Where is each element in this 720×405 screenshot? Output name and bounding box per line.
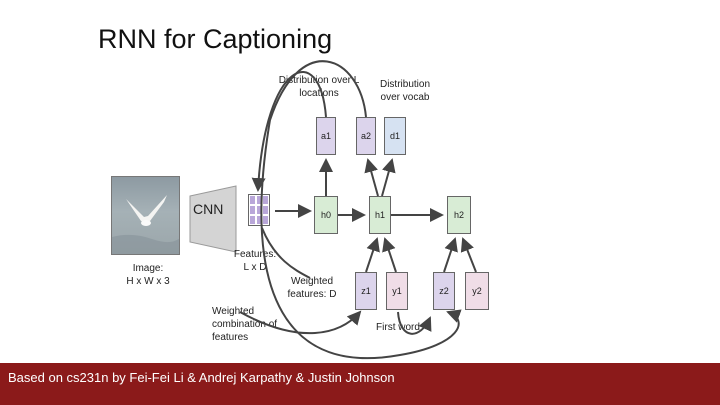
node-z2: z2 [433, 272, 455, 310]
footer-credit: Based on cs231n by Fei-Fei Li & Andrej K… [8, 370, 395, 385]
node-a1: a1 [316, 117, 336, 155]
weighted-features-label: Weighted features: D [287, 276, 337, 300]
cnn-label: CNN [193, 201, 224, 217]
first-word-label: First word [376, 322, 420, 333]
weighted-combination-label: Weighted combination of features [212, 306, 278, 343]
node-h1: h1 [369, 196, 391, 234]
node-h0: h0 [314, 196, 338, 234]
node-h2: h2 [447, 196, 471, 234]
feature-grid [248, 194, 270, 226]
features-label: Features: L x D [233, 249, 277, 273]
bird-photo [111, 176, 180, 255]
node-y2: y2 [465, 272, 489, 310]
distribution-vocab-label: Distribution over vocab [379, 79, 431, 103]
node-a2: a2 [356, 117, 376, 155]
node-z1: z1 [355, 272, 377, 310]
footer-bar [0, 363, 720, 405]
cnn-trapezoid [189, 185, 237, 253]
distribution-locations-label: Distribution over L locations [278, 75, 360, 99]
node-y1: y1 [386, 272, 408, 310]
image-label: Image: H x W x 3 [126, 263, 170, 287]
slide-title: RNN for Captioning [98, 24, 333, 54]
node-d1: d1 [384, 117, 406, 155]
